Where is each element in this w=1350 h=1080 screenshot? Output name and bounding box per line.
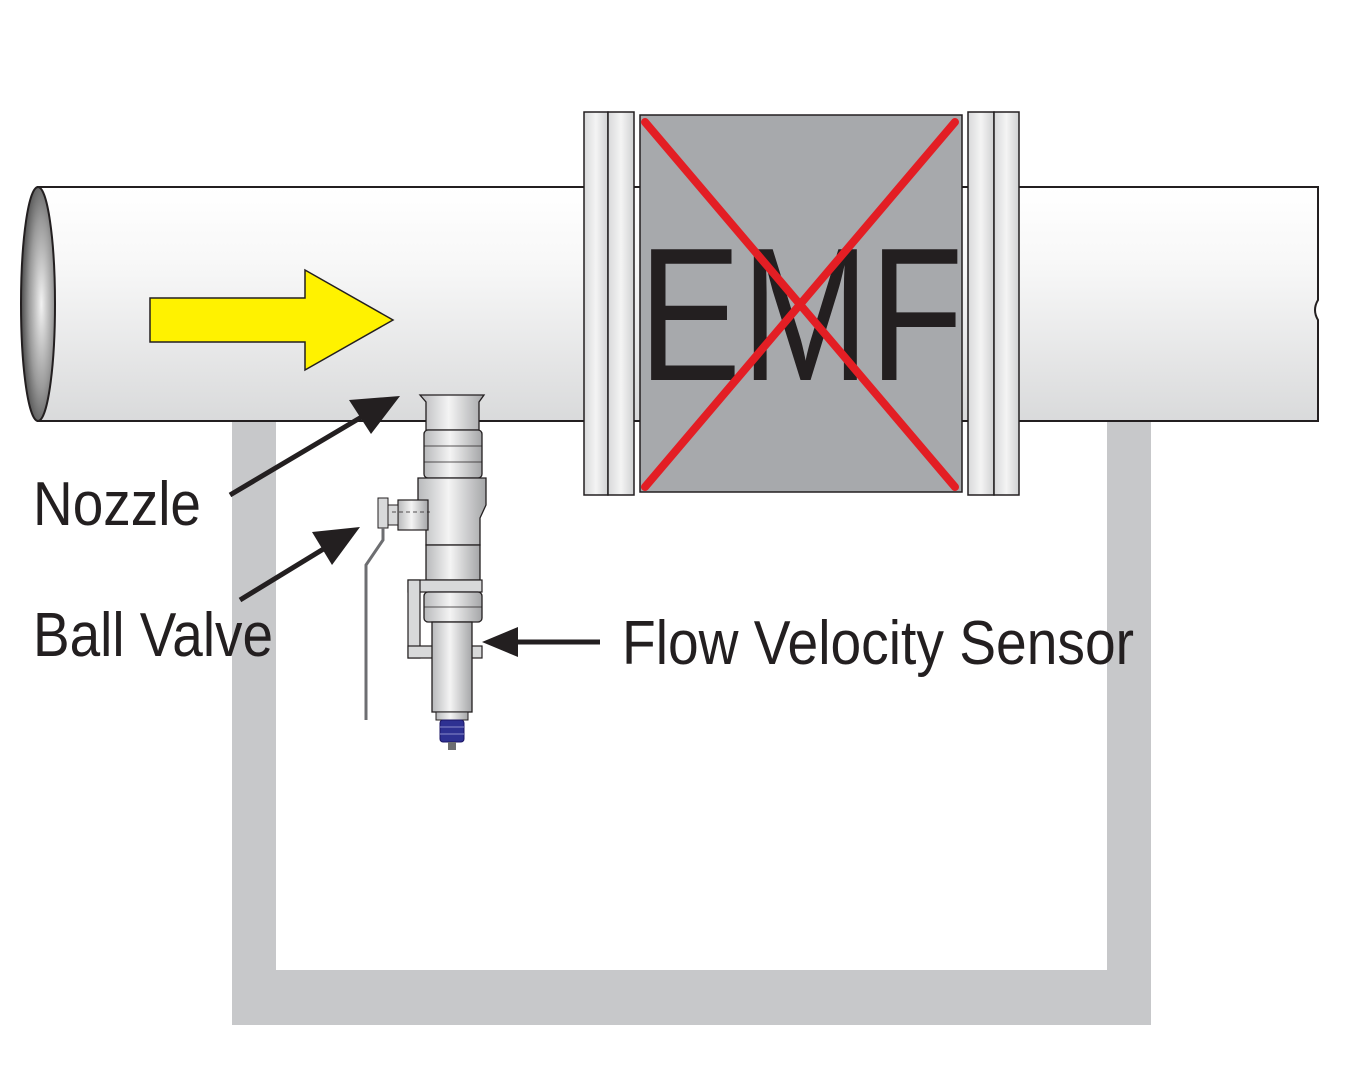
nozzle-pointer [228,396,400,498]
cross-icon [641,118,959,491]
nozzle-label: Nozzle [33,470,201,539]
ball-valve-pointer [238,527,360,603]
valve-handle [364,528,385,720]
emf-meter: EMF [639,114,964,493]
nozzle [418,394,486,431]
ball-valve-label: Ball Valve [33,601,273,670]
emf-label: EMF [639,209,964,421]
sensor-pointer [482,627,600,657]
right-arrow-icon [149,268,395,372]
left-flange [583,111,635,496]
right-flange [967,111,1020,496]
ball-valve [364,477,487,720]
flow-velocity-sensor [431,621,473,750]
bypass-loop [232,415,1151,1025]
valve-assembly [364,394,487,750]
sensor-label: Flow Velocity Sensor [622,609,1134,678]
pipe-opening [20,186,56,422]
sensor-tip [439,719,465,743]
